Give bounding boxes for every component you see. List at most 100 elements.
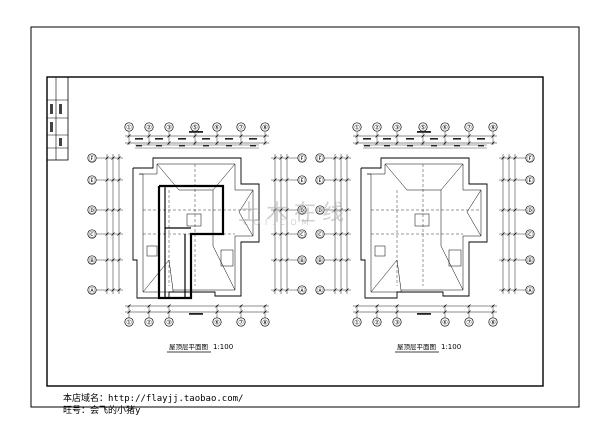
wangwang-text: 旺号：会飞的小猪y — [63, 406, 141, 416]
dimension-tick — [339, 232, 343, 236]
dimension-tick — [443, 141, 447, 145]
inner-border — [46, 76, 544, 387]
dimension-tick — [355, 134, 359, 138]
dimension-tick — [467, 310, 471, 314]
dimension-figure — [189, 131, 203, 133]
axis-top-4-circle — [212, 122, 222, 132]
dimension-tick — [339, 258, 343, 262]
dimension-tick — [279, 258, 283, 262]
axis-top-3-label: ⑤ — [420, 123, 426, 131]
dimension-tick — [467, 304, 471, 308]
dimension-tick — [147, 134, 151, 138]
dimension-tick — [279, 288, 283, 292]
eave-outline — [367, 163, 482, 293]
dimension-tick — [111, 208, 115, 212]
dimension-tick — [513, 232, 517, 236]
plan-title: 屋顶层平面图 — [397, 343, 436, 351]
dimension-tick — [501, 258, 505, 262]
dimension-tick — [239, 134, 243, 138]
dimension-tick — [127, 141, 131, 145]
dimension-tick — [147, 310, 151, 314]
vent-box — [220, 249, 234, 267]
dimension-figure — [477, 138, 485, 140]
dimension-tick — [491, 134, 495, 138]
dimension-tick — [507, 156, 511, 160]
dimension-tick — [239, 304, 243, 308]
hip-line — [440, 163, 464, 191]
dimension-figure — [384, 145, 390, 147]
dimension-tick — [105, 288, 109, 292]
dimension-tick — [339, 178, 343, 182]
dimension-tick — [333, 178, 337, 182]
dimension-tick — [345, 232, 349, 236]
vent-box — [448, 249, 462, 267]
dimension-tick — [395, 134, 399, 138]
axis-top-1-label: ② — [374, 123, 380, 131]
dimension-tick — [339, 156, 343, 160]
dimension-tick — [333, 232, 337, 236]
axis-bottom-1-label: ② — [146, 318, 152, 326]
dimension-figure — [189, 313, 203, 315]
axis-bottom-3-label: ⑥ — [214, 318, 220, 326]
dimension-tick — [339, 208, 343, 212]
dimension-tick — [273, 258, 277, 262]
dimension-tick — [507, 258, 511, 262]
axis-left-5-label: Ⓐ — [89, 286, 96, 294]
hip-line — [384, 163, 408, 191]
dimension-tick — [105, 232, 109, 236]
dimension-tick — [167, 141, 171, 145]
dimension-figure — [203, 145, 209, 147]
dimension-tick — [105, 208, 109, 212]
dimension-tick — [285, 156, 289, 160]
axis-right-4-label: Ⓑ — [299, 256, 306, 264]
dimension-tick — [395, 141, 399, 145]
dimension-figure — [430, 138, 438, 140]
vent-box — [374, 245, 386, 257]
dimension-tick — [491, 304, 495, 308]
dimension-tick — [467, 134, 471, 138]
dimension-tick — [421, 141, 425, 145]
dimension-tick — [111, 232, 115, 236]
building-outline — [132, 157, 260, 299]
dimension-tick — [333, 156, 337, 160]
axis-top-5-label: ⑦ — [466, 123, 472, 131]
dimension-tick — [513, 288, 517, 292]
axis-top-0-circle — [352, 122, 362, 132]
dimension-tick — [285, 288, 289, 292]
dimension-tick — [117, 232, 121, 236]
dimension-tick — [279, 156, 283, 160]
axis-top-1-circle — [372, 122, 382, 132]
dimension-tick — [491, 141, 495, 145]
dimension-tick — [215, 134, 219, 138]
hip-line — [466, 189, 482, 213]
plan-scale: 1:100 — [213, 343, 233, 351]
title-strip — [46, 76, 69, 161]
axis-bottom-1-label: ② — [374, 318, 380, 326]
axis-top-2-label: ③ — [166, 123, 172, 131]
dimension-tick — [273, 178, 277, 182]
dimension-tick — [215, 304, 219, 308]
dimension-tick — [263, 304, 267, 308]
dimension-tick — [333, 288, 337, 292]
dimension-tick — [507, 288, 511, 292]
dimension-tick — [167, 310, 171, 314]
dimension-figure — [136, 145, 142, 147]
skylight-box — [414, 213, 430, 227]
dimension-tick — [279, 178, 283, 182]
dimension-figure — [453, 138, 461, 140]
dimension-tick — [279, 232, 283, 236]
axis-top-4-circle — [440, 122, 450, 132]
dimension-tick — [117, 208, 121, 212]
axis-top-6-circle — [488, 122, 498, 132]
axis-top-0-circle — [124, 122, 134, 132]
dimension-tick — [513, 156, 517, 160]
dimension-tick — [345, 178, 349, 182]
axis-left-0-label: Ⓕ — [317, 154, 324, 162]
dimension-tick — [345, 208, 349, 212]
dimension-figure — [179, 145, 185, 147]
plan-scale: 1:100 — [441, 343, 461, 351]
dimension-tick — [395, 304, 399, 308]
dimension-tick — [147, 304, 151, 308]
